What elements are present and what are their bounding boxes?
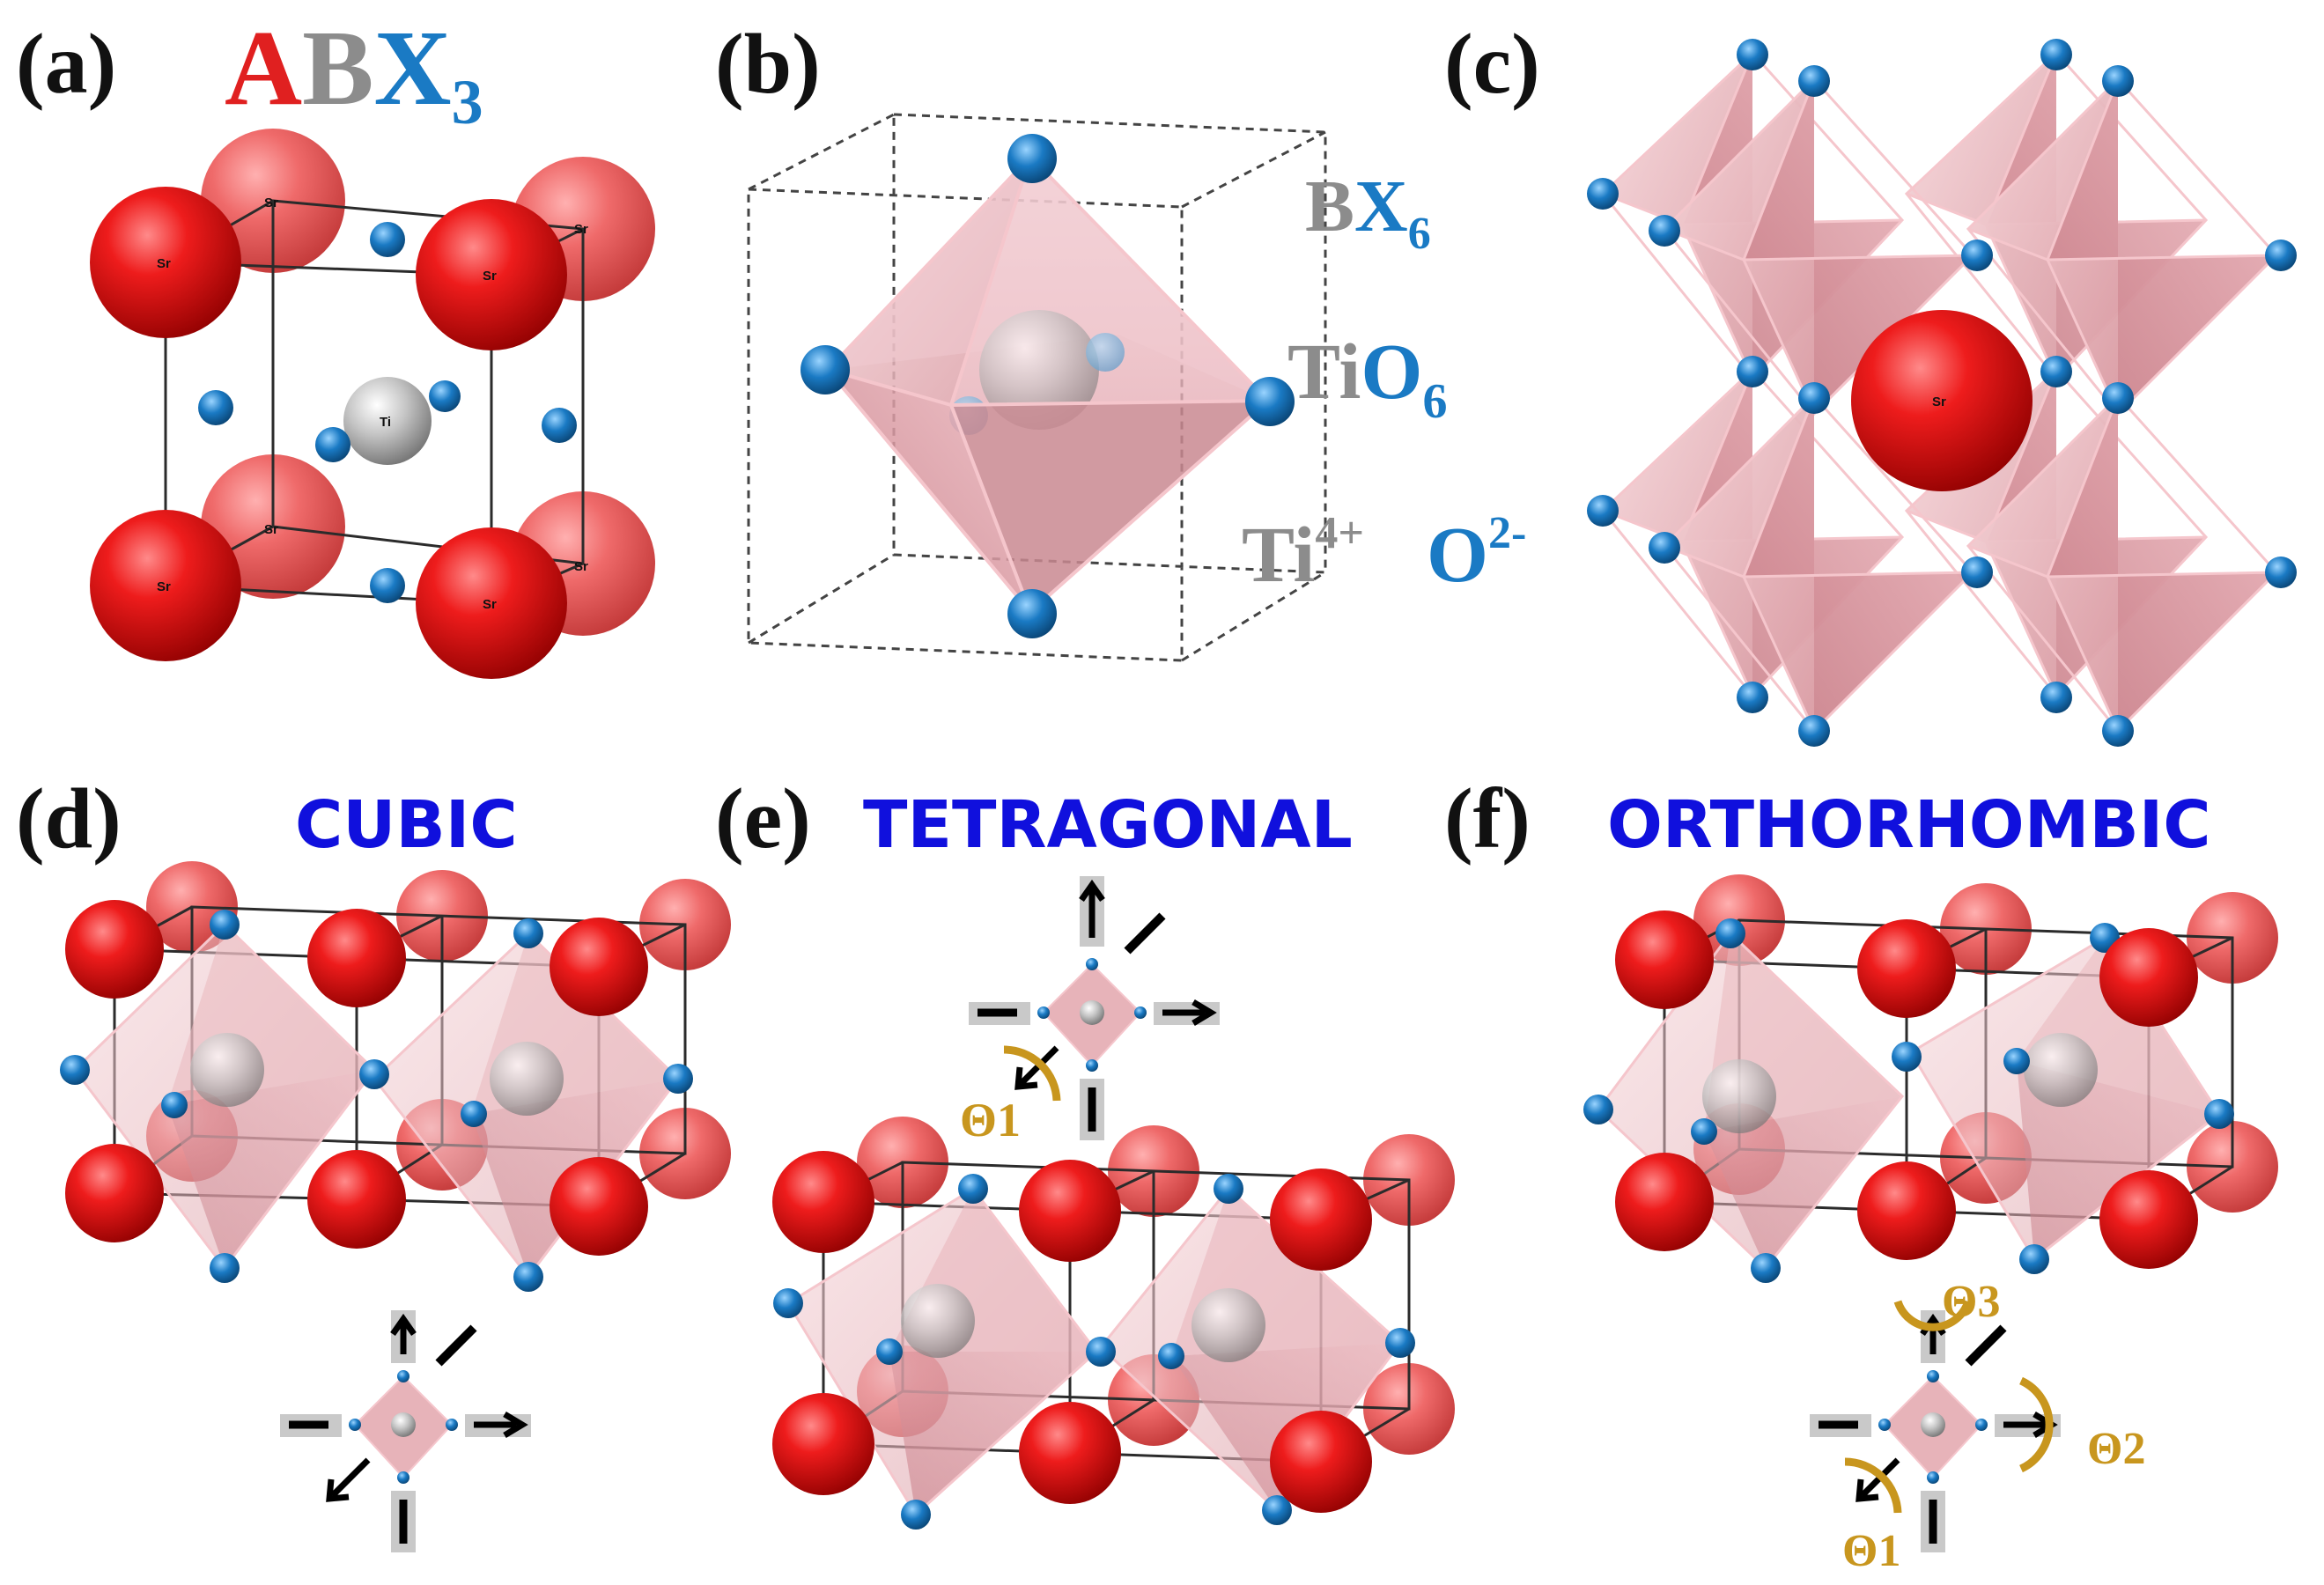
o-atom xyxy=(370,568,405,603)
o-atom xyxy=(800,345,850,394)
svg-text:Sr: Sr xyxy=(157,256,171,271)
ti-cation-label: Ti4+ xyxy=(1242,508,1364,599)
tio6-octahedron xyxy=(825,154,1271,615)
title-tetragonal: TETRAGONAL xyxy=(863,787,1353,863)
cubic-cells xyxy=(60,861,731,1292)
svg-text:Sr: Sr xyxy=(574,559,588,574)
sr-atom xyxy=(416,199,567,350)
o-atom xyxy=(1007,134,1057,183)
panel-d: (d) CUBIC xyxy=(16,771,731,1552)
sr-atom xyxy=(90,510,241,661)
panel-e-label: (e) xyxy=(715,771,811,866)
title-orthorhombic: ORTHORHOMBIC xyxy=(1607,787,2211,863)
theta1-label-f: Θ1 xyxy=(1842,1526,1900,1576)
o-atom xyxy=(1245,377,1295,426)
orthorhombic-cells xyxy=(1583,874,2278,1283)
distortion-icon-cubic xyxy=(280,1310,531,1552)
distortion-icon-orthorhombic xyxy=(1810,1300,2061,1552)
o-atom xyxy=(542,408,577,443)
svg-text:Sr: Sr xyxy=(264,522,278,537)
theta1-label-e: Θ1 xyxy=(960,1094,1021,1146)
o-atom xyxy=(370,222,405,257)
svg-text:Sr: Sr xyxy=(574,222,588,237)
panel-f: (f) ORTHORHOMBIC xyxy=(1444,771,2278,1576)
bx6-label: BX6 xyxy=(1305,166,1431,259)
panel-c-label: (c) xyxy=(1444,17,1540,112)
sr-atom xyxy=(416,527,567,679)
distortion-icon-tetragonal xyxy=(969,876,1220,1140)
unit-cell-dashed xyxy=(747,113,1327,662)
panel-e: (e) TETRAGONAL Θ1 xyxy=(715,771,1455,1530)
title-cubic: CUBIC xyxy=(295,787,518,863)
svg-text:Sr: Sr xyxy=(483,269,497,284)
panel-a: (a) ABX3 Ti Sr Sr Sr Sr Sr Sr xyxy=(16,9,655,679)
sr-labels-a: Sr Sr Sr Sr Sr Sr Sr Sr xyxy=(157,195,588,612)
svg-text:Sr: Sr xyxy=(157,579,171,594)
o-anion-label: O2- xyxy=(1427,508,1526,599)
o-atom xyxy=(1007,589,1057,638)
theta2-label: Θ2 xyxy=(2087,1424,2145,1474)
tetragonal-cells xyxy=(772,1117,1455,1530)
ti-atom xyxy=(343,377,432,465)
o-atoms-c xyxy=(1587,39,2297,747)
svg-text:Sr: Sr xyxy=(264,195,278,210)
tio6-label: TiO6 xyxy=(1287,328,1447,429)
panel-c: (c) xyxy=(1444,17,2297,747)
svg-text:Sr: Sr xyxy=(483,597,497,612)
panel-a-label: (a) xyxy=(16,17,116,112)
sr-atom-label: Sr xyxy=(1932,394,1946,409)
o-atom xyxy=(315,427,350,462)
panel-f-label: (f) xyxy=(1444,771,1531,866)
abx3-formula: ABX3 xyxy=(225,9,483,137)
o-atom xyxy=(198,390,233,425)
sr-atom-center xyxy=(1851,310,2033,491)
sr-atom xyxy=(90,187,241,338)
theta3-label: Θ3 xyxy=(1942,1277,2000,1327)
o-atom xyxy=(429,380,461,412)
ti-atom-label: Ti xyxy=(380,415,391,430)
panel-d-label: (d) xyxy=(16,771,122,866)
panel-b-label: (b) xyxy=(715,17,821,112)
panel-b: (b) BX6 TiO6 Ti4+ O2- xyxy=(715,17,1526,662)
